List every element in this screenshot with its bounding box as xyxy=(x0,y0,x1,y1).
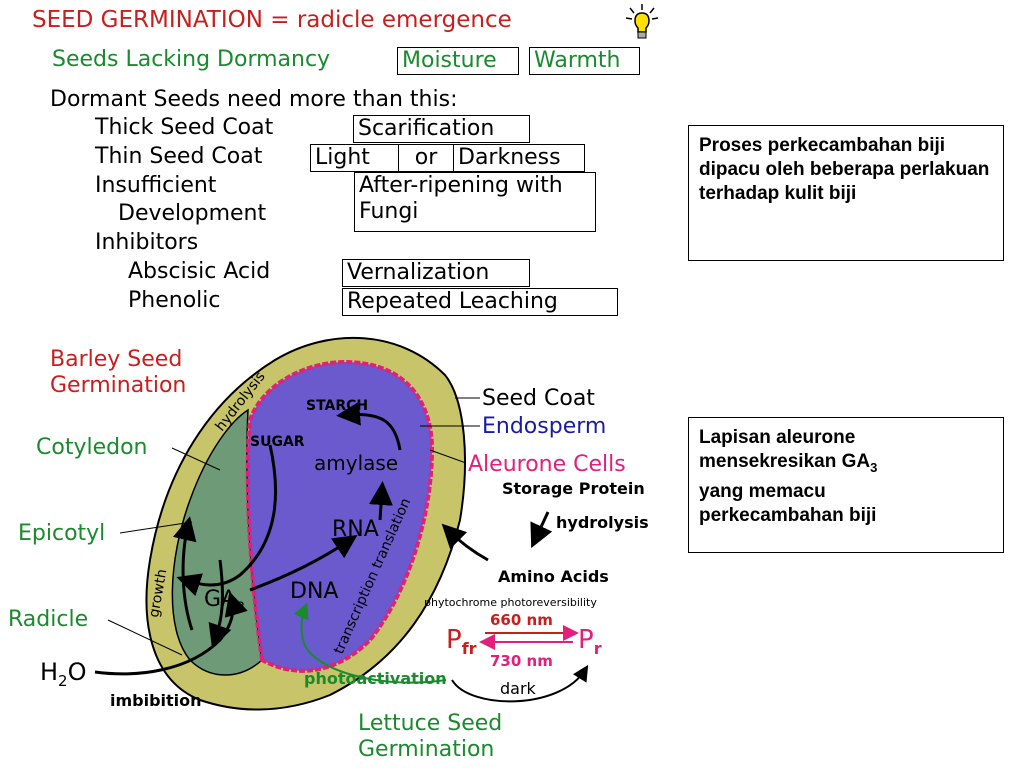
label-lettuce-2: Germination xyxy=(358,737,494,762)
label-h2o: H2O xyxy=(40,658,86,690)
darkness-box: Darkness xyxy=(453,144,585,172)
label-pr: Pr xyxy=(578,625,602,658)
label-amino-acids: Amino Acids xyxy=(498,567,609,586)
label-dark: dark xyxy=(500,679,537,698)
label-barley-2: Germination xyxy=(50,373,186,398)
after-ripening-line1: After-ripening with xyxy=(359,173,563,198)
arrow-dark xyxy=(451,664,589,703)
label-hydrolysis-right: hydrolysis xyxy=(556,513,649,532)
label-radicle: Radicle xyxy=(8,607,88,632)
note-seed-coat-treatment: Proses perkecambahan biji dipacu oleh be… xyxy=(688,125,1004,261)
note2-line2-text: mensekresikan GA xyxy=(699,451,871,472)
moisture-box: Moisture xyxy=(397,47,519,75)
repeated-leaching-box: Repeated Leaching xyxy=(342,288,618,316)
arrow-amylase-to-starch xyxy=(336,401,402,451)
thin-coat-label: Thin Seed Coat xyxy=(95,144,263,169)
label-storage-protein: Storage Protein xyxy=(502,479,645,498)
arrow-hydrolysis xyxy=(530,511,553,549)
label-lettuce-1: Lettuce Seed xyxy=(358,711,502,736)
label-seed-coat: Seed Coat xyxy=(482,386,595,411)
pointer-aleurone xyxy=(429,449,467,464)
abscisic-acid-label: Abscisic Acid xyxy=(128,259,271,284)
after-ripening-box: After-ripening with Fungi xyxy=(354,172,596,232)
arrow-rna-to-amylase xyxy=(369,481,393,521)
label-sugar: SUGAR xyxy=(250,434,305,450)
lightbulb-icon xyxy=(622,2,662,46)
thick-coat-label: Thick Seed Coat xyxy=(95,115,274,140)
endosperm-shape xyxy=(245,359,435,673)
note2-line1: Lapisan aleurone xyxy=(699,427,856,448)
development-label: Development xyxy=(118,201,267,226)
note2-line2-sub: 3 xyxy=(870,459,878,475)
phenolic-label: Phenolic xyxy=(128,288,221,313)
page-title: SEED GERMINATION = radicle emergence xyxy=(32,7,512,33)
label-dna: DNA xyxy=(290,579,338,604)
arrow-water-imbibition xyxy=(94,591,248,676)
label-aleurone: Aleurone Cells xyxy=(468,452,626,477)
lacking-dormancy-label: Seeds Lacking Dormancy xyxy=(52,47,331,72)
label-amylase: amylase xyxy=(314,451,398,475)
label-rna: RNA xyxy=(332,517,379,542)
arrow-sugar-to-ga xyxy=(176,444,278,597)
after-ripening-line2: Fungi xyxy=(359,199,419,224)
label-660nm: 660 nm xyxy=(490,611,553,629)
warmth-box: Warmth xyxy=(529,47,640,75)
label-epicotyl: Epicotyl xyxy=(18,521,105,546)
dormant-heading: Dormant Seeds need more than this: xyxy=(50,87,458,112)
insufficient-label: Insufficient xyxy=(95,173,217,198)
label-phytochrome: phytochrome photoreversibility xyxy=(424,596,597,609)
label-starch: STARCH xyxy=(306,398,368,414)
label-pfr: Pfr xyxy=(446,625,477,658)
arrow-ga-to-dna xyxy=(249,535,358,592)
pointer-radicle xyxy=(107,619,183,656)
scarification-box: Scarification xyxy=(353,115,530,143)
label-barley-1: Barley Seed xyxy=(50,347,182,372)
label-photoactivation: photoactivation xyxy=(304,669,447,688)
arrow-growth-down xyxy=(208,559,232,649)
note2-line4: perkecambahan biji xyxy=(699,504,877,526)
vernalization-box: Vernalization xyxy=(342,259,530,287)
note2-line2: mensekresikan GA3 xyxy=(699,450,993,480)
label-endosperm: Endosperm xyxy=(482,414,606,439)
label-ga3: GA3 xyxy=(204,587,245,616)
label-730nm: 730 nm xyxy=(490,652,553,670)
pointer-cotyledon xyxy=(171,447,221,471)
note2-line3: yang memacu xyxy=(699,480,826,502)
arrow-growth-up xyxy=(172,516,197,631)
inhibitors-label: Inhibitors xyxy=(95,230,199,255)
arrow-amino-to-aleurone xyxy=(441,523,489,562)
note-aleurone-ga3: Lapisan aleurone mensekresikan GA3 yang … xyxy=(688,417,1004,553)
label-imbibition: imbibition xyxy=(110,691,202,710)
label-cotyledon: Cotyledon xyxy=(36,435,147,460)
arrow-photoactivation xyxy=(293,602,447,684)
